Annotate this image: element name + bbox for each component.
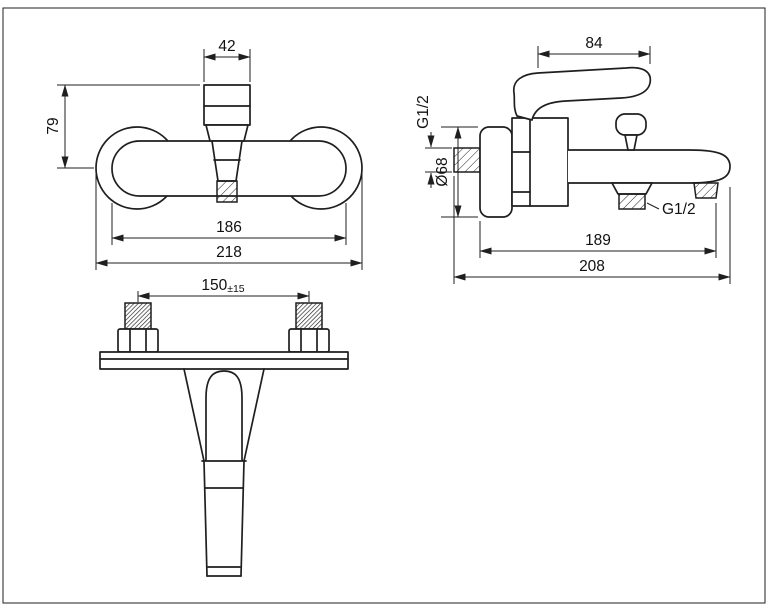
body-taper-left (183, 368, 205, 462)
dim-84: 84 (537, 35, 651, 68)
dim-84-label: 84 (585, 35, 603, 52)
diverter-stem (624, 134, 638, 151)
dim-150-tolerance: ±15 (227, 283, 245, 295)
right-wall-bracket (295, 302, 323, 330)
dim-42: 42 (203, 38, 251, 82)
diverter-knob (615, 113, 647, 136)
side-view: 84 G1/2 Ø68 G1/2 189 (415, 35, 731, 284)
bottom-view: 150±15 (99, 277, 349, 577)
dim-218: 218 (95, 172, 363, 270)
body-taper-right (243, 368, 265, 462)
dim-150-value: 150 (201, 277, 227, 294)
right-mounting-nut (288, 328, 330, 353)
leader-line (646, 202, 660, 210)
dim-150: 150±15 (137, 277, 310, 302)
dim-208-label: 208 (579, 258, 605, 275)
shower-outlet-base (611, 182, 653, 195)
dim-186-label: 186 (216, 219, 242, 236)
cartridge-housing (203, 84, 251, 126)
dim-flange-diameter: Ø68 (434, 126, 478, 218)
outlet-thread-label: G1/2 (662, 201, 696, 218)
inlet-thread-label: G1/2 (415, 95, 432, 129)
dim-inlet-thread: G1/2 (415, 95, 452, 188)
aerator (693, 182, 719, 199)
drawing-border (2, 7, 766, 604)
dim-79: 79 (45, 84, 200, 169)
dim-208: 208 (453, 176, 731, 284)
left-mounting-nut (117, 328, 159, 353)
front-view: 42 79 186 218 (45, 38, 363, 270)
spout-edge-right (240, 460, 245, 577)
flange-diameter-label: Ø68 (434, 157, 451, 186)
dim-189-label: 189 (585, 232, 611, 249)
spout-edge-left (203, 460, 208, 577)
spout (568, 149, 731, 184)
dim-150-label: 150±15 (201, 277, 244, 295)
dim-79-label: 79 (45, 117, 62, 134)
lever-handle (512, 66, 652, 121)
mounting-bar (99, 351, 349, 370)
shower-outlet-thread (618, 193, 646, 210)
wall-flange-side (479, 126, 513, 218)
handle-front (205, 370, 243, 461)
dim-218-label: 218 (216, 244, 242, 261)
dim-outlet-thread: G1/2 (646, 201, 696, 218)
outlet-funnel (211, 140, 243, 182)
dim-42-label: 42 (218, 38, 235, 55)
dim-186: 186 (111, 203, 347, 245)
left-wall-bracket (124, 302, 152, 330)
dim-189: 189 (479, 203, 717, 258)
cartridge-collar (205, 124, 249, 142)
hose-outlet-thread (216, 180, 238, 203)
